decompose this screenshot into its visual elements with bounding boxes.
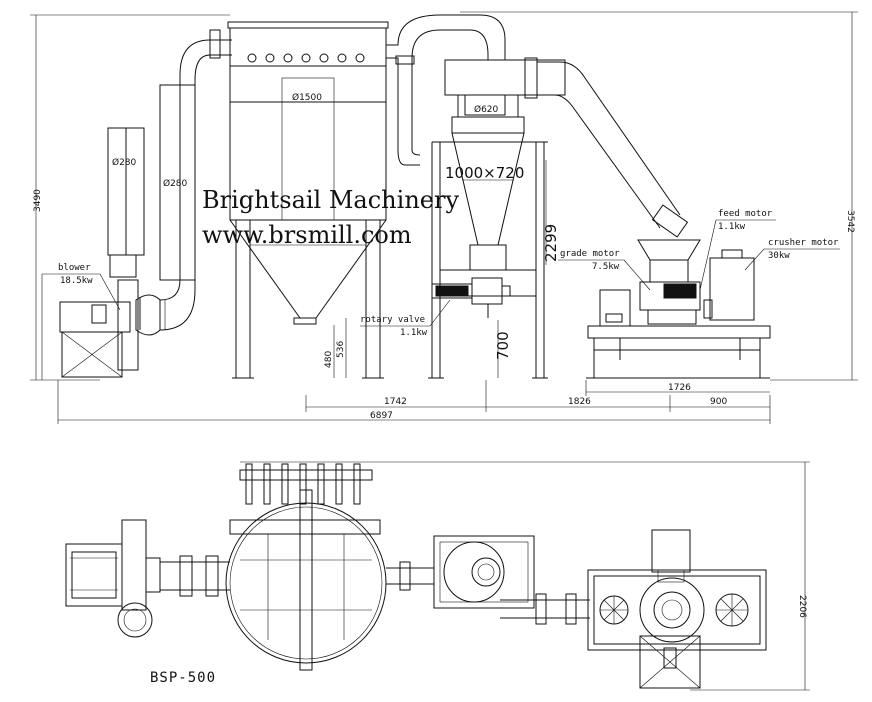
blower-kw-label: 18.5kw (60, 276, 93, 286)
company-watermark: Brightsail Machinery (202, 186, 459, 214)
cyclone (428, 59, 566, 379)
grade-motor-kw-label: 7.5kw (592, 262, 620, 272)
total-height-left-text: 3490 (33, 189, 43, 212)
feed-motor-label: feed motor (718, 209, 773, 219)
plan-cyclone (386, 535, 535, 609)
plan-mill-duct (500, 593, 590, 625)
return-duct (159, 29, 232, 331)
mill-duct (524, 57, 689, 238)
crusher-motor-kw-label: 30kw (768, 251, 790, 261)
cyclone-dia-text: Ø620 (474, 104, 499, 115)
pipe-dia-left-text: Ø280 (112, 157, 137, 168)
plan-filter (225, 469, 387, 671)
pulse-valves (247, 53, 365, 63)
height-480-text: 480 (324, 351, 334, 368)
height-536-text: 536 (336, 341, 346, 358)
width-1826-text: 1826 (568, 397, 591, 407)
plan-dim-2206 (240, 461, 810, 691)
height-2299-text: 2299 (542, 224, 560, 262)
website-watermark: www.brsmill.com (202, 221, 412, 249)
cyclone-duct (386, 14, 506, 166)
model-label: BSP-500 (150, 670, 216, 686)
height-700-text: 700 (494, 331, 512, 360)
pipe-dia-mid-text: Ø280 (163, 178, 188, 189)
width-1726-text: 1726 (668, 383, 691, 393)
crusher-motor-label: crusher motor (768, 238, 839, 248)
total-height-right-text: 3542 (845, 210, 855, 233)
total-width-text: 6897 (370, 411, 393, 421)
blower-label: blower (58, 263, 91, 273)
grade-motor-label: grade motor (560, 249, 620, 259)
rotary-valve-label: rotary valve (360, 315, 425, 325)
plan-pulse-valves (245, 463, 361, 505)
feed-motor-kw-label: 1.1kw (718, 222, 746, 232)
rotary-valve-kw-label: 1.1kw (400, 328, 428, 338)
frame-size-text: 1000×720 (445, 164, 524, 182)
width-1742-text: 1742 (384, 397, 407, 407)
plan-mill (587, 529, 767, 689)
filter-dia-text: Ø1500 (292, 92, 322, 103)
mill-unit (586, 239, 771, 379)
dim-3542: 3542 (460, 11, 858, 381)
horizontal-dimensions (57, 380, 771, 424)
rotary-valve (431, 277, 511, 318)
bag-filter (227, 21, 389, 379)
blower-unit (59, 127, 161, 378)
width-900-text: 900 (710, 397, 727, 407)
plan-depth-text: 2206 (797, 595, 807, 618)
dim-3490: 3490 (30, 14, 230, 381)
plan-blower (65, 519, 230, 638)
